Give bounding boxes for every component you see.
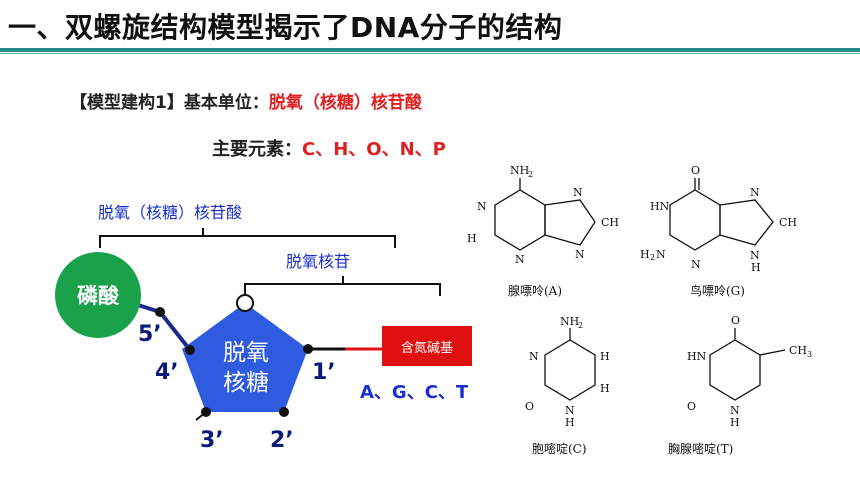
c3-bond xyxy=(195,411,207,421)
svg-text:H: H xyxy=(640,248,650,261)
svg-text:2: 2 xyxy=(650,253,655,262)
svg-text:N: N xyxy=(529,350,539,363)
svg-text:3: 3 xyxy=(807,350,812,359)
bases-list: A、G、C、T xyxy=(360,382,469,403)
pos-3-label: 3’ xyxy=(200,428,224,453)
c5-bond xyxy=(158,310,192,352)
model-unit: 脱氧（核糖）核苷酸 xyxy=(268,93,422,113)
model-construction-line: 【模型建构1】基本单位：脱氧（核糖）核苷酸 xyxy=(70,88,422,113)
svg-text:O: O xyxy=(731,314,740,327)
svg-text:HN: HN xyxy=(687,350,707,363)
svg-text:H: H xyxy=(600,350,610,363)
nucleoside-bracket xyxy=(244,283,441,296)
svg-text:NH: NH xyxy=(510,164,529,177)
main-elements-line: 主要元素：C、H、O、N、P xyxy=(212,135,446,161)
svg-text:N: N xyxy=(730,404,740,417)
svg-text:HN: HN xyxy=(650,200,670,213)
c5-dot xyxy=(155,307,165,317)
svg-text:N: N xyxy=(515,253,525,266)
svg-text:N: N xyxy=(750,249,760,262)
nitrogenous-base-box: 含氮碱基 xyxy=(382,326,472,366)
svg-text:H: H xyxy=(730,416,740,429)
title-underline-thin xyxy=(0,53,860,54)
slide-title: 一、双螺旋结构模型揭示了DNA分子的结构 xyxy=(8,11,563,44)
phosphate-circle: 磷酸 xyxy=(55,252,141,338)
svg-text:H: H xyxy=(565,416,575,429)
pos-2-label: 2’ xyxy=(270,428,294,453)
svg-text:N: N xyxy=(656,248,666,261)
thymine-caption: 胸腺嘧啶(T) xyxy=(668,442,734,456)
deoxyribose-pentagon xyxy=(182,303,308,412)
cytosine-structure: NH2 N H H O N H xyxy=(525,315,610,429)
title-bar: 一、双螺旋结构模型揭示了DNA分子的结构 xyxy=(0,0,860,46)
c2-dot xyxy=(279,407,289,417)
svg-text:2: 2 xyxy=(578,321,583,330)
svg-text:H: H xyxy=(600,382,610,395)
cytosine-caption: 胞嘧啶(C) xyxy=(532,442,587,456)
svg-text:O: O xyxy=(525,400,534,413)
nucleotide-label: 脱氧（核糖）核苷酸 xyxy=(98,203,243,222)
svg-text:N: N xyxy=(573,186,583,199)
sugar-label: 脱氧 核糖 xyxy=(206,338,286,398)
title-underline xyxy=(0,48,860,52)
c4-dot xyxy=(185,345,195,355)
sugar-label-line1: 脱氧 xyxy=(223,340,269,366)
pos-4-label: 4’ xyxy=(155,360,179,385)
elements-value: C、H、O、N、P xyxy=(302,139,446,160)
guanine-caption: 鸟嘌呤(G) xyxy=(690,284,745,298)
pos-5-label: 5’ xyxy=(138,322,162,347)
svg-text:H: H xyxy=(751,261,761,274)
sugar-label-line2: 核糖 xyxy=(223,370,269,396)
svg-text:O: O xyxy=(687,400,696,413)
pos-1-label: 1’ xyxy=(312,360,336,385)
svg-text:N: N xyxy=(750,186,760,199)
model-prefix: 【模型建构1】基本单位： xyxy=(70,93,269,113)
svg-text:NH: NH xyxy=(560,315,579,328)
svg-text:O: O xyxy=(691,164,700,177)
svg-text:N: N xyxy=(565,404,575,417)
svg-text:CH: CH xyxy=(601,216,619,229)
nucleoside-label: 脱氧核苷 xyxy=(286,252,351,271)
svg-text:CH: CH xyxy=(789,344,807,357)
ring-oxygen xyxy=(236,294,254,312)
svg-text:N: N xyxy=(477,200,487,213)
svg-text:CH: CH xyxy=(779,216,797,229)
svg-text:H: H xyxy=(467,232,477,245)
adenine-caption: 腺嘌呤(A) xyxy=(508,284,563,298)
elements-label: 主要元素： xyxy=(212,139,302,160)
adenine-structure: NH2 N H N N N CH xyxy=(467,164,619,266)
svg-text:N: N xyxy=(575,248,585,261)
svg-text:2: 2 xyxy=(528,170,533,179)
svg-text:N: N xyxy=(691,258,701,271)
nucleotide-bracket xyxy=(99,235,396,248)
